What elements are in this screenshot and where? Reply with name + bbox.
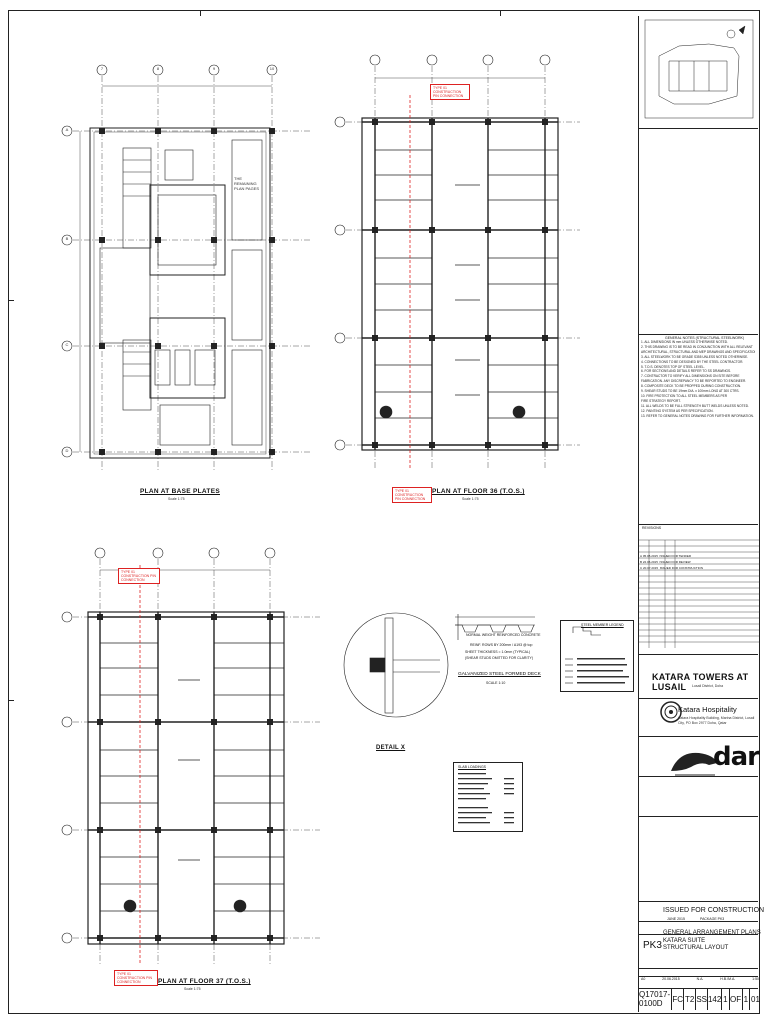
note-line: FIRE STRATEGY REPORT. (641, 398, 681, 403)
plan-scale: Scale 1:75 (462, 497, 479, 501)
dwgno-cell: 01 (751, 994, 760, 1004)
note-line: 3. ALL STEELWORK TO BE GRADE S355 UNLESS… (641, 354, 749, 359)
grid-row-label: D (65, 448, 69, 453)
drawing-title-line: GENERAL ARRANGEMENT PLANS (663, 930, 761, 936)
dwgno-cell: SS (696, 988, 709, 1010)
package-label: PACKAGE PK3 (700, 917, 725, 921)
zone-tick (200, 10, 201, 16)
slab-loads-box: SLAB LOADINGS (453, 762, 523, 832)
note-line: 7. CONTRACTOR TO VERIFY ALL DIMENSIONS O… (641, 374, 740, 379)
grid-col-label: 7 (100, 66, 104, 71)
note-line: ARCHITECTURAL, STRUCTURAL AND MEP DRAWIN… (641, 349, 755, 354)
revisions-table (639, 539, 759, 648)
red-callout: TYPE 01 CONSTRUCTION PIN CONNECTION (114, 970, 158, 986)
dwgno-cell: 142 (708, 988, 723, 1010)
drawing-title-line: STRUCTURAL LAYOUT (663, 945, 729, 951)
plan-scale: Scale 1:75 (168, 497, 185, 501)
note-line: 11. ALL WELDS TO BE FULL STRENGTH BUTT W… (641, 403, 749, 408)
note-line: 8. COMPOSITE DECK TO BE PROPPED DURING C… (641, 384, 742, 389)
general-notes: 1. ALL DIMENSIONS IN mm UNLESS OTHERWISE… (641, 340, 755, 419)
revisions-heading: REVISIONS (642, 526, 662, 530)
loads-title: SLAB LOADINGS (458, 765, 487, 769)
drawing-title-line: KATARA SUITE (663, 937, 706, 944)
dwgno-cell: FC (672, 988, 685, 1010)
deck-note: NORMAL WEIGHT REINFORCED CONCRETE (466, 633, 541, 637)
notes-heading: GENERAL NOTES (STRUCTURAL STEELWORK) (665, 336, 745, 340)
drawing-sheet-border (8, 10, 760, 1014)
plan-title-base: PLAN AT BASE PLATES (140, 488, 220, 495)
note-line: 9. SHEAR STUDS TO BE 19mm DIA. x 100mm L… (641, 389, 740, 394)
dar-logo-mark (671, 752, 717, 776)
grid-row-label: B (65, 236, 69, 241)
zone-tick (8, 300, 14, 301)
zone-tick (500, 10, 501, 16)
dwgno-cell: 1 (743, 988, 751, 1010)
deck-note: SHEET THICKNESS = 1.0mm (TYPICAL) (465, 650, 531, 654)
deck-note: REINF. ROWS BY 200mm / A193 @ top (470, 643, 533, 647)
scale-row: A0 20.06.2015 N.A. H.B./M.A. 1:50 (641, 977, 759, 981)
project-subtitle: Lusail District, Doha (692, 684, 724, 688)
consultant-logo: dar (713, 742, 760, 772)
project-name: KATARA TOWERS AT LUSAIL (652, 672, 749, 692)
member-legend-box: STEEL MEMBER LEGEND (560, 620, 634, 692)
plan-title-floor36: PLAN AT FLOOR 36 (T.O.S.) (432, 488, 525, 495)
dwgno-cell: T2 (684, 988, 697, 1010)
grid-col-label: 10 (269, 66, 275, 71)
package-code: PK3 (643, 940, 662, 951)
legend-title: STEEL MEMBER LEGEND (581, 623, 624, 627)
note-line: FABRICATION. ANY DISCREPANCY TO BE REPOR… (641, 379, 747, 384)
key-plan (644, 19, 754, 119)
note-line: 13. REFER TO GENERAL NOTES DRAWING FOR F… (641, 413, 754, 418)
red-callout: TYPE 01 CONSTRUCTION PIN CONNECTION (430, 84, 470, 100)
dwgno-cell: 1 (722, 988, 730, 1010)
grid-row-label: C (65, 342, 69, 347)
note-line: 2. THIS DRAWING IS TO BE READ IN CONJUNC… (641, 344, 753, 349)
client-name: Katara Hospitality (678, 705, 737, 714)
client-logo (660, 701, 682, 723)
revision-row: A 05.05.2015 ISSUED FOR TENDER B 22.06.2… (640, 554, 704, 570)
note-line: 4. CONNECTIONS TO BE DESIGNED BY THE STE… (641, 359, 744, 364)
dwgno-cell: OF (730, 988, 743, 1010)
red-callout: TYPE 01 CONSTRUCTION PIN CONNECTION (392, 487, 432, 503)
drawing-title: GENERAL ARRANGEMENT PLANS KATARA SUITE S… (663, 930, 761, 953)
plan-title-floor37: PLAN AT FLOOR 37 (T.O.S.) (158, 978, 251, 985)
client-address: Katara Hospitality Building, Marina Dist… (678, 716, 755, 725)
drawing-number: Q17017-0100D FC T2 SS 142 1 OF 1 01 (638, 988, 760, 1010)
grid-col-label: 9 (212, 66, 216, 71)
deck-title: GALVANIZED STEEL FORMED DECK (458, 672, 541, 677)
zone-tick (8, 700, 14, 701)
title-block: GENERAL NOTES (STRUCTURAL STEELWORK) REV… (638, 16, 759, 1012)
detail-x-title: DETAIL X (376, 745, 406, 751)
grid-col-label: 8 (156, 66, 160, 71)
note-line: 10. FIRE PROTECTION TO ALL STEEL MEMBERS… (641, 393, 728, 398)
issue-status: ISSUED FOR CONSTRUCTION (663, 907, 765, 914)
grid-row-label: A (65, 127, 69, 132)
note-line: 12. PAINTING SYSTEM AS PER SPECIFICATION… (641, 408, 714, 413)
note-line: 5. T.O.S. DENOTES TOP OF STEEL LEVEL. (641, 364, 705, 369)
deck-scale: SCALE 1:10 (486, 681, 506, 685)
note-line: 1. ALL DIMENSIONS IN mm UNLESS OTHERWISE… (641, 340, 728, 344)
plan-scale: Scale 1:75 (184, 987, 201, 991)
deck-note: (SHEAR STUDS OMITTED FOR CLARITY) (465, 656, 534, 660)
status-date: JUNE 2015 (667, 917, 685, 921)
note-line: 6. FOR SECTIONS AND DETAILS REFER TO SS … (641, 369, 732, 374)
red-callout: TYPE 01 CONSTRUCTION PIN CONNECTION (118, 568, 160, 584)
plan-note: THE REMAINING PLAN PAGES (234, 176, 260, 191)
dwgno-cell: Q17017-0100D (639, 988, 673, 1010)
grid-bubbles (61, 64, 278, 458)
